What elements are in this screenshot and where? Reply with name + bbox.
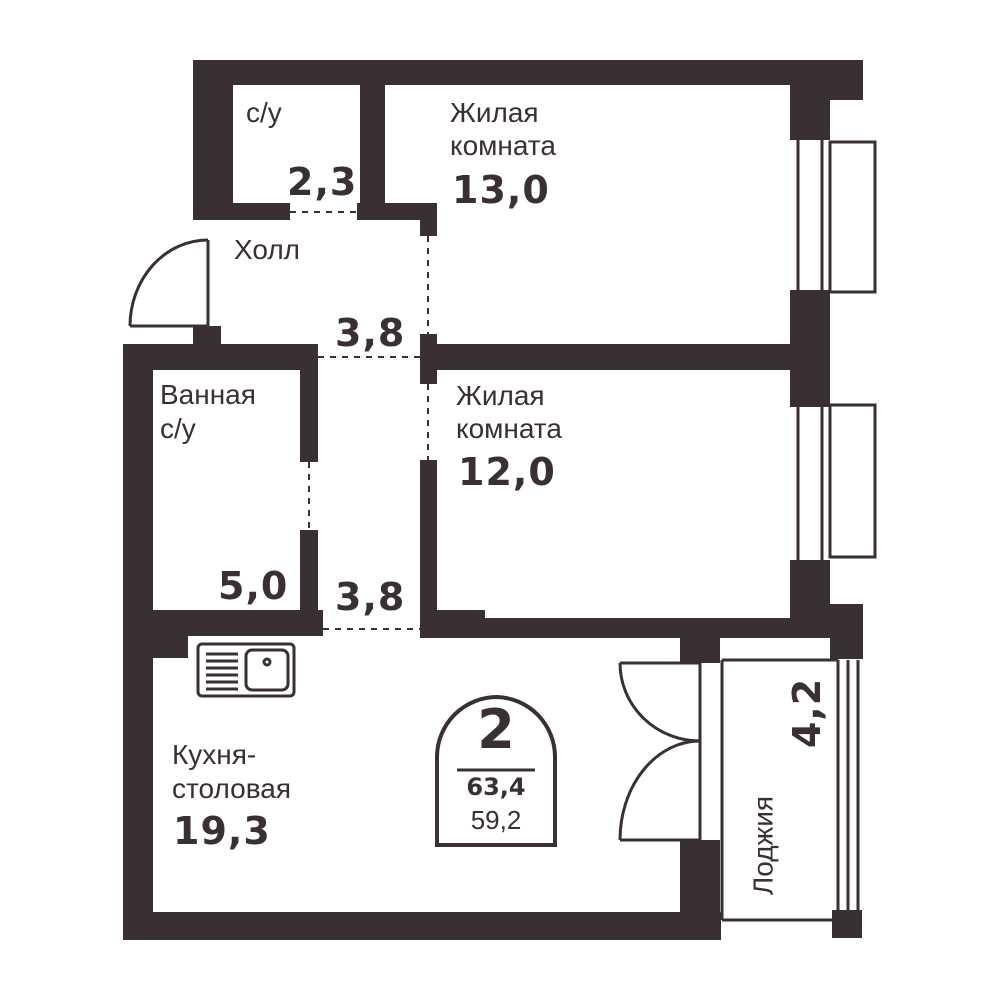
- living1-label-line1: Жилая: [450, 97, 539, 128]
- loggia-outline: [720, 658, 860, 935]
- wardrobe-door-icon: [618, 661, 702, 842]
- living2-label-line2: комната: [456, 413, 562, 444]
- badge-frame: [435, 694, 557, 847]
- room-count: 2: [477, 698, 515, 761]
- total-area: 63,4: [466, 773, 526, 801]
- loggia-label: Лоджия: [747, 795, 779, 896]
- living1-area: 13,0: [452, 168, 550, 212]
- bath-label-line1: Ванная: [160, 379, 256, 410]
- living2-area: 12,0: [458, 450, 556, 494]
- sink-icon: [196, 642, 296, 698]
- living2-label-line1: Жилая: [456, 380, 545, 411]
- living-area: 59,2: [470, 805, 522, 835]
- walls: [123, 60, 863, 940]
- wc-label: с/у: [246, 97, 282, 128]
- door-swing-icon: [128, 238, 210, 328]
- wc-area: 2,3: [287, 160, 358, 204]
- kitchen-label-line2: столовая: [172, 773, 291, 804]
- corridor-area: 3,8: [335, 575, 406, 619]
- kitchen-area: 19,3: [173, 809, 271, 853]
- window-icon: [796, 140, 877, 560]
- openings: [290, 211, 429, 630]
- hall-area: 3,8: [335, 311, 406, 355]
- hall-label: Холл: [234, 234, 300, 265]
- living1-label-line2: комната: [450, 130, 556, 161]
- bath-area: 5,0: [218, 564, 289, 608]
- bath-label-line2: с/у: [160, 413, 196, 444]
- loggia-area: 4,2: [785, 677, 829, 749]
- kitchen-label-line1: Кухня-: [172, 739, 257, 770]
